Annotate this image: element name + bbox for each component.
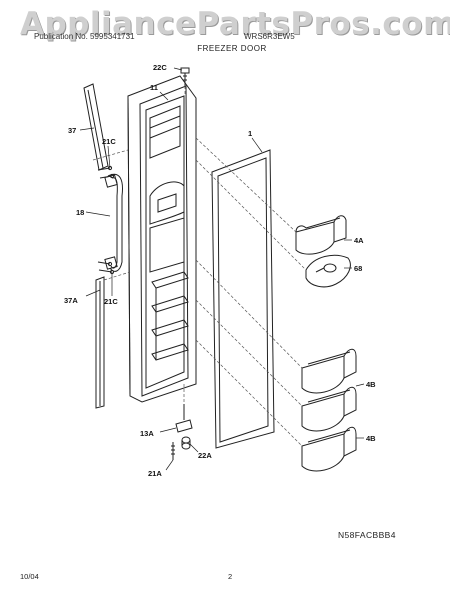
part-4b-door-bin-2: [301, 386, 357, 432]
callout-4b-top: 4B: [366, 380, 376, 389]
callout-18: 18: [76, 208, 84, 217]
callout-22a: 22A: [198, 451, 212, 460]
callout-11: 11: [150, 83, 158, 92]
part-37-trim-strip: [83, 83, 109, 171]
part-68-ice-tray: [305, 254, 351, 288]
publication-number: Publication No. 5995341731: [34, 32, 135, 41]
callout-37: 37: [68, 126, 76, 135]
part-21c-screws-bottom: [97, 261, 115, 275]
callout-21c-top: 21C: [102, 137, 116, 146]
part-18-door-handle: [104, 173, 123, 272]
part-22c-hinge-pin: [180, 67, 190, 86]
footer-date: 10/04: [20, 572, 39, 581]
callout-21a: 21A: [148, 469, 162, 478]
part-22a-hinge-bushing: [181, 436, 191, 450]
diagram-code: N58FACBBB4: [338, 530, 396, 540]
diagram-title: FREEZER DOOR: [197, 44, 267, 53]
part-4a-door-bin: [295, 215, 347, 255]
part-21c-screws-top: [97, 165, 115, 179]
model-number: WRS6R3EW5: [244, 32, 295, 41]
part-4b-door-bin-3: [301, 426, 357, 472]
part-21a-screw: [171, 442, 175, 460]
callout-13a: 13A: [140, 429, 154, 438]
callout-4a: 4A: [354, 236, 364, 245]
part-4b-door-bin-1: [301, 348, 357, 394]
leader-lines: [79, 67, 365, 471]
alignment-guides: [92, 86, 307, 447]
part-11-door-assembly: [127, 75, 197, 403]
part-37a-trim-strip: [95, 276, 105, 409]
part-1-door-gasket: [211, 149, 275, 449]
footer-page-number: 2: [228, 572, 233, 581]
watermark-logo: AppliancePartsPros.com: [20, 6, 450, 42]
part-13a-bottom-hinge: [175, 404, 193, 433]
callout-1: 1: [248, 129, 252, 138]
callout-68: 68: [354, 264, 362, 273]
callout-37a: 37A: [64, 296, 78, 305]
callout-4b-bottom: 4B: [366, 434, 376, 443]
callout-22c: 22C: [153, 63, 167, 72]
callout-21c-bottom: 21C: [104, 297, 118, 306]
